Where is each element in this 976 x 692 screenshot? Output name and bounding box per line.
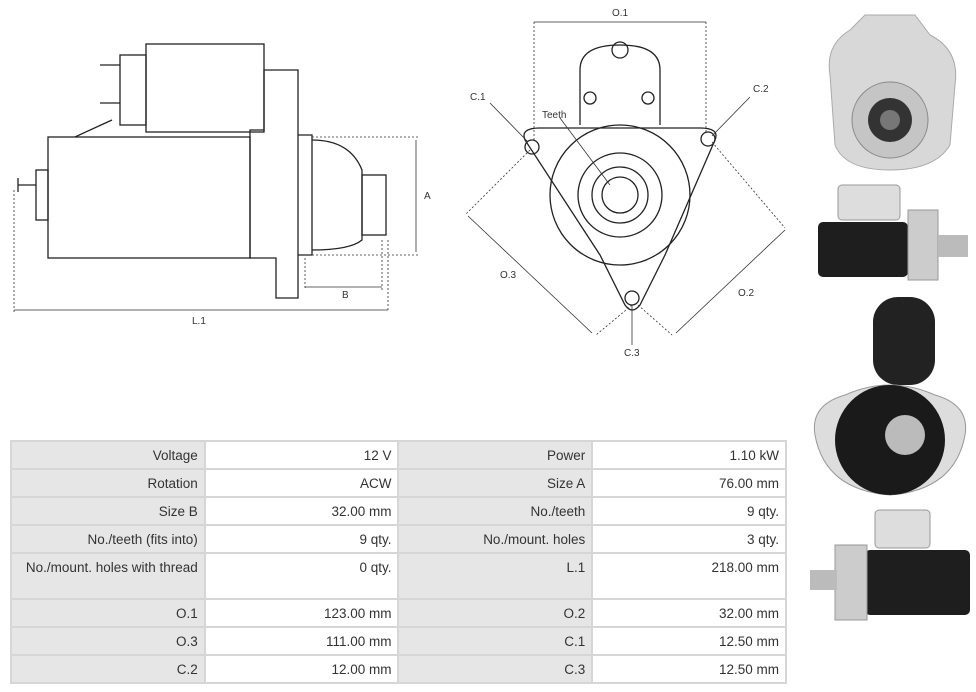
spec-value: 111.00 mm	[203, 626, 400, 656]
spec-value: 218.00 mm	[591, 552, 787, 600]
spec-label: C.3	[397, 654, 594, 684]
product-photo-side-top[interactable]	[810, 180, 970, 285]
label-c1: C.1	[470, 92, 486, 103]
spec-label: O.1	[10, 598, 206, 628]
spec-label: Rotation	[10, 468, 206, 498]
label-o1: O.1	[612, 8, 629, 19]
spec-value: 76.00 mm	[591, 468, 787, 498]
spec-value: 9 qty.	[591, 496, 787, 526]
spec-value: 9 qty.	[203, 524, 400, 554]
spec-value: 0 qty.	[203, 552, 400, 600]
label-o2: O.2	[738, 288, 755, 299]
label-c3: C.3	[624, 348, 640, 359]
spec-label: Power	[397, 440, 594, 470]
label-b: B	[342, 290, 349, 301]
spec-label: No./mount. holes	[397, 524, 594, 554]
spec-label: O.2	[397, 598, 594, 628]
spec-label: No./teeth (fits into)	[10, 524, 206, 554]
product-photo-side-bottom[interactable]	[805, 505, 975, 625]
label-c2: C.2	[753, 84, 769, 95]
product-photo-rear[interactable]	[805, 295, 975, 500]
spec-label: Voltage	[10, 440, 206, 470]
spec-label: No./teeth	[397, 496, 594, 526]
label-a: A	[424, 191, 431, 202]
spec-label: O.3	[10, 626, 206, 656]
spec-row: No./teeth (fits into)9 qty.No./mount. ho…	[10, 524, 787, 554]
spec-value: 1.10 kW	[591, 440, 787, 470]
spec-value: 12.50 mm	[591, 626, 787, 656]
spec-value: ACW	[203, 468, 400, 498]
spec-label: Size A	[397, 468, 594, 498]
product-photo-front[interactable]	[805, 5, 975, 175]
spec-label: L.1	[397, 552, 594, 600]
label-teeth: Teeth	[542, 110, 566, 121]
spec-value: 32.00 mm	[203, 496, 400, 526]
spec-value: 12.00 mm	[203, 654, 400, 684]
spec-value: 3 qty.	[591, 524, 787, 554]
spec-value: 12 V	[203, 440, 400, 470]
spec-value: 123.00 mm	[203, 598, 400, 628]
spec-label: Size B	[10, 496, 206, 526]
spec-label: No./mount. holes with thread	[10, 552, 206, 600]
side-view-drawing: A B L.1	[13, 43, 431, 327]
front-view-drawing: O.1 O.2 O.3 C.1 C.2 C.3 Teeth	[464, 8, 786, 359]
spec-label: C.2	[10, 654, 206, 684]
spec-value: 32.00 mm	[591, 598, 787, 628]
spec-label: C.1	[397, 626, 594, 656]
label-l1: L.1	[192, 316, 206, 327]
spec-value: 12.50 mm	[591, 654, 787, 684]
label-o3: O.3	[500, 270, 517, 281]
